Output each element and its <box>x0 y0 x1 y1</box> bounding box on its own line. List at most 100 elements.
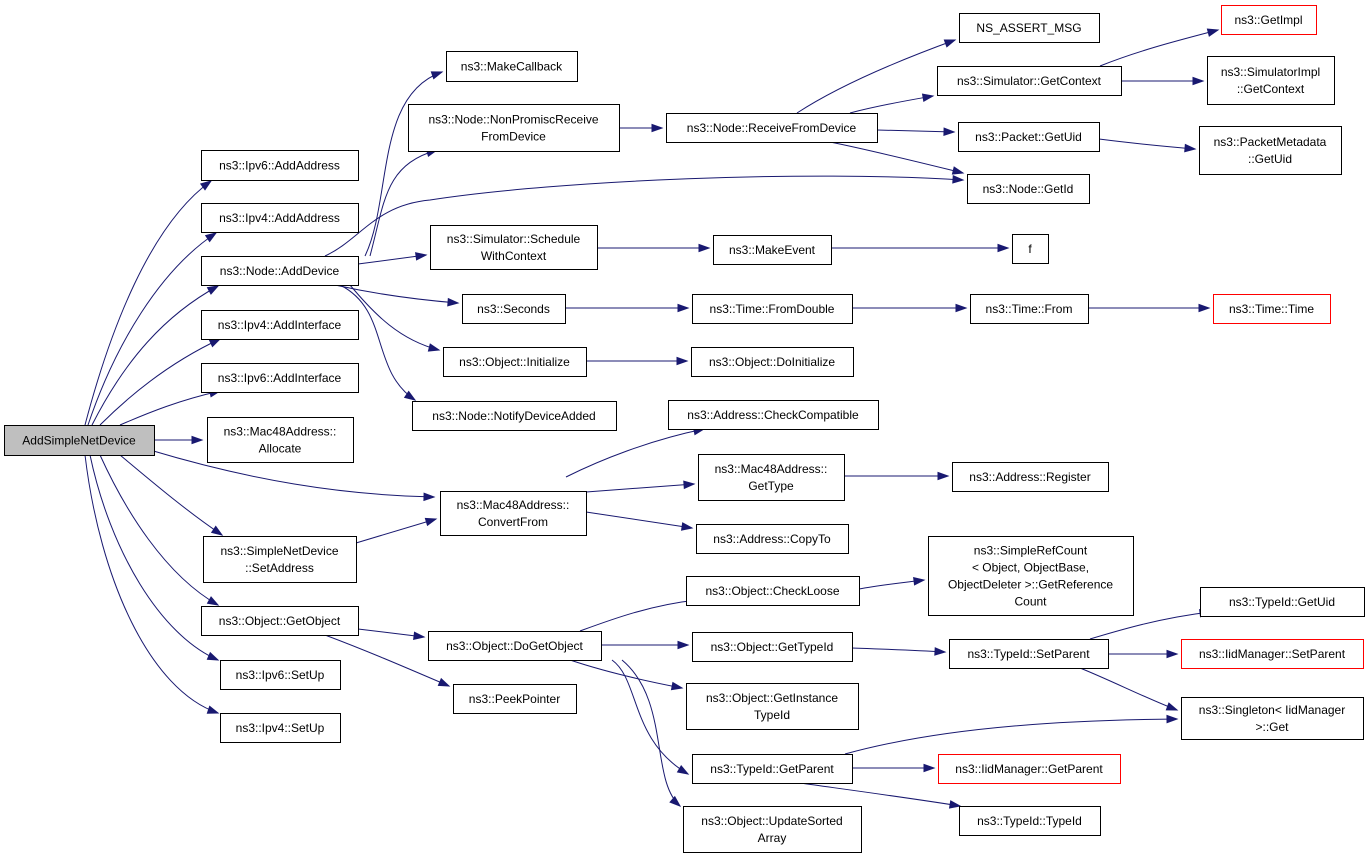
node-box-typeid_getuid[interactable] <box>1200 587 1365 617</box>
node-box-simulator_schedule[interactable] <box>430 225 598 270</box>
node-time_from[interactable]: ns3::Time::From <box>970 294 1089 324</box>
node-box-object_doinitialize[interactable] <box>691 347 854 377</box>
node-box-object_dogetobject[interactable] <box>428 631 602 661</box>
node-box-time_from[interactable] <box>970 294 1089 324</box>
node-box-peekpointer[interactable] <box>453 684 577 714</box>
node-box-packet_getuid[interactable] <box>958 122 1100 152</box>
node-node_getid[interactable]: ns3::Node::GetId <box>967 174 1090 204</box>
node-box-time_fromdouble[interactable] <box>692 294 853 324</box>
node-box-node_getid[interactable] <box>967 174 1090 204</box>
node-seconds[interactable]: ns3::Seconds <box>462 294 566 324</box>
node-ns_assert_msg[interactable]: NS_ASSERT_MSG <box>959 13 1100 43</box>
node-ipv4_addinterface[interactable]: ns3::Ipv4::AddInterface <box>201 310 359 340</box>
node-getimpl[interactable]: ns3::GetImpl <box>1221 5 1317 35</box>
node-box-object_getinstancetypeid[interactable] <box>686 683 859 730</box>
node-simplenetdevice_setaddress[interactable]: ns3::SimpleNetDevice::SetAddress <box>203 536 357 583</box>
node-box-ipv6_setup[interactable] <box>220 660 341 690</box>
node-box-mac48_convertfrom[interactable] <box>440 491 587 536</box>
node-mac48_allocate[interactable]: ns3::Mac48Address::Allocate <box>207 417 354 463</box>
node-time_fromdouble[interactable]: ns3::Time::FromDouble <box>692 294 853 324</box>
node-box-seconds[interactable] <box>462 294 566 324</box>
node-f[interactable]: f <box>1012 234 1049 264</box>
node-box-object_gettypeid[interactable] <box>692 632 853 662</box>
node-simulatorimpl_getcontext[interactable]: ns3::SimulatorImpl::GetContext <box>1207 56 1335 105</box>
node-box-simplerefcount[interactable] <box>928 536 1134 616</box>
node-ipv6_addinterface[interactable]: ns3::Ipv6::AddInterface <box>201 363 359 393</box>
node-typeid_getuid[interactable]: ns3::TypeId::GetUid <box>1200 587 1365 617</box>
node-ipv6_addaddress[interactable]: ns3::Ipv6::AddAddress <box>201 150 359 181</box>
node-box-object_checkloose[interactable] <box>686 576 860 606</box>
node-box-simulatorimpl_getcontext[interactable] <box>1207 56 1335 105</box>
node-box-node_receivefromdevice[interactable] <box>666 113 878 143</box>
node-box-typeid_setparent[interactable] <box>949 639 1109 669</box>
node-box-ns_assert_msg[interactable] <box>959 13 1100 43</box>
node-object_dogetobject[interactable]: ns3::Object::DoGetObject <box>428 631 602 661</box>
node-ipv4_addaddress[interactable]: ns3::Ipv4::AddAddress <box>201 203 359 233</box>
node-address_register[interactable]: ns3::Address::Register <box>952 462 1109 492</box>
node-object_gettypeid[interactable]: ns3::Object::GetTypeId <box>692 632 853 662</box>
node-singleton_get[interactable]: ns3::Singleton< IidManager>::Get <box>1181 697 1364 740</box>
node-box-node_nonpromisc[interactable] <box>408 104 620 152</box>
node-node_receivefromdevice[interactable]: ns3::Node::ReceiveFromDevice <box>666 113 878 143</box>
node-object_checkloose[interactable]: ns3::Object::CheckLoose <box>686 576 860 606</box>
node-ipv6_setup[interactable]: ns3::Ipv6::SetUp <box>220 660 341 690</box>
node-box-mac48_gettype[interactable] <box>698 454 845 501</box>
node-box-ipv4_addinterface[interactable] <box>201 310 359 340</box>
node-box-address_copyto[interactable] <box>696 524 849 554</box>
node-typeid_setparent[interactable]: ns3::TypeId::SetParent <box>949 639 1109 669</box>
node-box-iidmanager_getparent[interactable] <box>938 754 1121 784</box>
node-box-typeid_getparent[interactable] <box>692 754 853 784</box>
node-iidmanager_setparent[interactable]: ns3::IidManager::SetParent <box>1181 639 1364 669</box>
node-ipv4_setup[interactable]: ns3::Ipv4::SetUp <box>220 713 341 743</box>
node-time_time[interactable]: ns3::Time::Time <box>1213 294 1331 324</box>
node-box-packetmetadata_getuid[interactable] <box>1199 126 1342 175</box>
node-typeid_typeid[interactable]: ns3::TypeId::TypeId <box>959 806 1101 836</box>
node-packet_getuid[interactable]: ns3::Packet::GetUid <box>958 122 1100 152</box>
node-mac48_gettype[interactable]: ns3::Mac48Address::GetType <box>698 454 845 501</box>
node-root[interactable]: AddSimpleNetDevice <box>4 425 155 456</box>
node-box-f[interactable] <box>1012 234 1049 264</box>
node-address_checkcompatible[interactable]: ns3::Address::CheckCompatible <box>668 400 879 430</box>
node-box-singleton_get[interactable] <box>1181 697 1364 740</box>
node-box-getimpl[interactable] <box>1221 5 1317 35</box>
node-box-object_updatesortedarray[interactable] <box>683 806 862 853</box>
node-box-node_notifydeviceadded[interactable] <box>412 401 617 431</box>
node-box-iidmanager_setparent[interactable] <box>1181 639 1364 669</box>
node-object_getobject[interactable]: ns3::Object::GetObject <box>201 606 359 636</box>
node-box-typeid_typeid[interactable] <box>959 806 1101 836</box>
node-packetmetadata_getuid[interactable]: ns3::PacketMetadata::GetUid <box>1199 126 1342 175</box>
node-box-simplenetdevice_setaddress[interactable] <box>203 536 357 583</box>
node-box-simulator_getcontext[interactable] <box>937 66 1122 96</box>
node-box-makecallback[interactable] <box>446 51 578 82</box>
node-node_notifydeviceadded[interactable]: ns3::Node::NotifyDeviceAdded <box>412 401 617 431</box>
node-peekpointer[interactable]: ns3::PeekPointer <box>453 684 577 714</box>
node-box-address_checkcompatible[interactable] <box>668 400 879 430</box>
node-box-object_getobject[interactable] <box>201 606 359 636</box>
node-object_initialize[interactable]: ns3::Object::Initialize <box>443 347 587 377</box>
node-mac48_convertfrom[interactable]: ns3::Mac48Address::ConvertFrom <box>440 491 587 536</box>
node-box-time_time[interactable] <box>1213 294 1331 324</box>
node-box-address_register[interactable] <box>952 462 1109 492</box>
node-box-mac48_allocate[interactable] <box>207 417 354 463</box>
node-simulator_getcontext[interactable]: ns3::Simulator::GetContext <box>937 66 1122 96</box>
node-box-ipv6_addinterface[interactable] <box>201 363 359 393</box>
node-node_adddevice[interactable]: ns3::Node::AddDevice <box>201 256 359 286</box>
node-simplerefcount[interactable]: ns3::SimpleRefCount< Object, ObjectBase,… <box>928 536 1134 616</box>
node-box-ipv4_addaddress[interactable] <box>201 203 359 233</box>
node-typeid_getparent[interactable]: ns3::TypeId::GetParent <box>692 754 853 784</box>
node-address_copyto[interactable]: ns3::Address::CopyTo <box>696 524 849 554</box>
node-box-ipv4_setup[interactable] <box>220 713 341 743</box>
node-makeevent[interactable]: ns3::MakeEvent <box>713 235 832 265</box>
node-box-object_initialize[interactable] <box>443 347 587 377</box>
node-box-root[interactable] <box>4 425 155 456</box>
node-box-makeevent[interactable] <box>713 235 832 265</box>
node-object_doinitialize[interactable]: ns3::Object::DoInitialize <box>691 347 854 377</box>
node-iidmanager_getparent[interactable]: ns3::IidManager::GetParent <box>938 754 1121 784</box>
node-makecallback[interactable]: ns3::MakeCallback <box>446 51 578 82</box>
node-box-ipv6_addaddress[interactable] <box>201 150 359 181</box>
node-box-node_adddevice[interactable] <box>201 256 359 286</box>
